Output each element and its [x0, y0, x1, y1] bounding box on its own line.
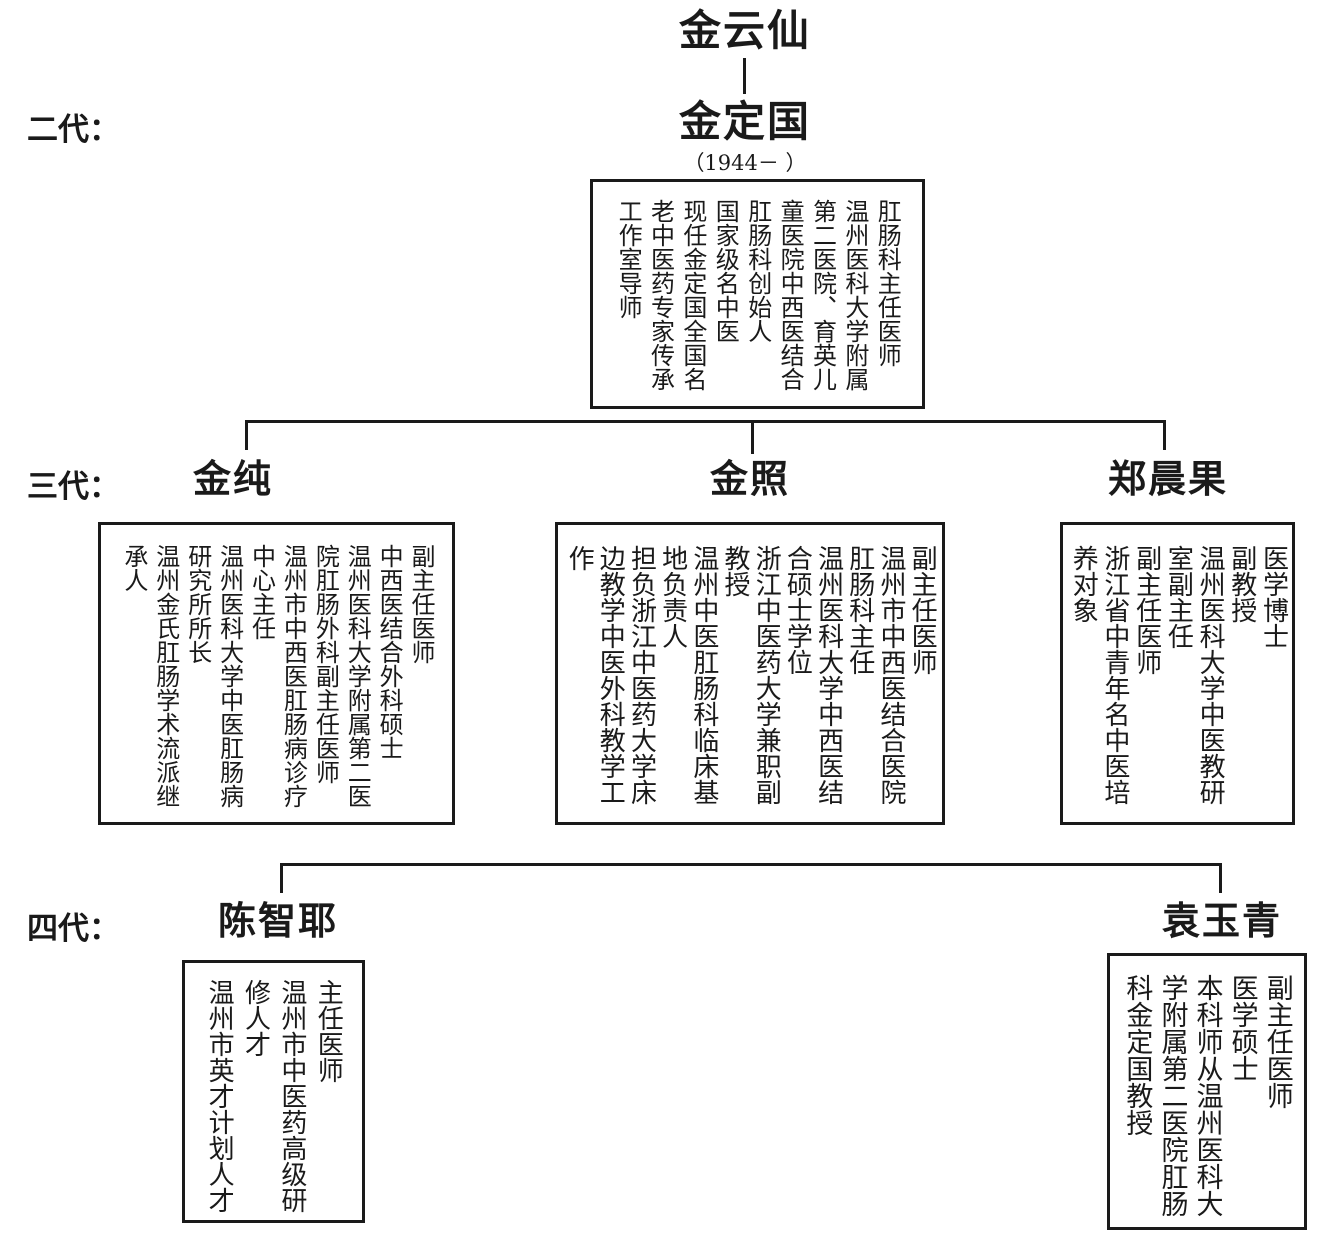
connector-gen4-sibling-line	[280, 863, 1222, 866]
titles-box-jin-dingguo: 肛肠科主任医师温州医科大学附属第二医院、育英儿童医院中西医结合肛肠科创始人国家级…	[590, 179, 925, 409]
titles-box-jin-chun: 副主任医师中西医结合外科硕士温州医科大学附属第二医院肛肠外科副主任医师温州市中西…	[98, 522, 455, 825]
titles-box-zheng-chenguo: 医学博士副教授温州医科大学中医教研室副主任副主任医师浙江省中青年名中医培养对象	[1060, 522, 1295, 825]
connector-drop-chen-zhiye	[280, 863, 283, 893]
person-name-jin-dingguo: 金定国	[678, 97, 812, 146]
person-name-yuan-yuqing: 袁玉青	[1161, 899, 1283, 943]
person-name-jin-yunxian: 金云仙	[678, 6, 812, 55]
connector-gen3-sibling-line	[245, 420, 1166, 423]
connector-drop-jin-zhao	[751, 420, 754, 454]
generation-label-3: 三代：	[27, 469, 120, 505]
connector-drop-zheng-chenguo	[1163, 420, 1166, 450]
titles-text-yuan-yuqing: 副主任医师医学硕士本科师从温州医科大学附属第二医院肛肠科金定国教授	[1121, 974, 1293, 1217]
titles-box-yuan-yuqing: 副主任医师医学硕士本科师从温州医科大学附属第二医院肛肠科金定国教授	[1107, 953, 1307, 1230]
person-name-chen-zhiye: 陈智耶	[217, 899, 339, 943]
titles-box-jin-zhao: 副主任医师温州市中西医结合医院肛肠科主任温州医科大学中西医结合硕士学位浙江中医药…	[555, 522, 945, 825]
person-years-jin-dingguo: （1944－ ）	[683, 151, 807, 175]
titles-box-chen-zhiye: 主任医师温州市中医药高级研修人才温州市英才计划人才	[182, 960, 365, 1223]
connector-gen1-gen2	[743, 58, 746, 94]
person-name-jin-chun: 金纯	[192, 457, 274, 501]
connector-drop-yuan-yuqing	[1219, 863, 1222, 893]
person-name-jin-zhao: 金照	[709, 457, 791, 501]
generation-label-2: 二代：	[27, 112, 120, 148]
person-name-zheng-chenguo: 郑晨果	[1107, 457, 1229, 501]
generation-label-4: 四代：	[27, 911, 120, 947]
titles-text-zheng-chenguo: 医学博士副教授温州医科大学中医教研室副主任副主任医师浙江省中青年名中医培养对象	[1068, 545, 1289, 805]
titles-text-chen-zhiye: 主任医师温州市中医药高级研修人才温州市英才计划人才	[204, 979, 344, 1213]
connector-drop-jin-chun	[245, 420, 248, 450]
titles-text-jin-chun: 副主任医师中西医结合外科硕士温州医科大学附属第二医院肛肠外科副主任医师温州市中西…	[119, 544, 436, 808]
titles-text-jin-dingguo: 肛肠科主任医师温州医科大学附属第二医院、育英儿童医院中西医结合肛肠科创始人国家级…	[614, 199, 902, 391]
titles-text-jin-zhao: 副主任医师温州市中西医结合医院肛肠科主任温州医科大学中西医结合硕士学位浙江中医药…	[564, 545, 938, 805]
